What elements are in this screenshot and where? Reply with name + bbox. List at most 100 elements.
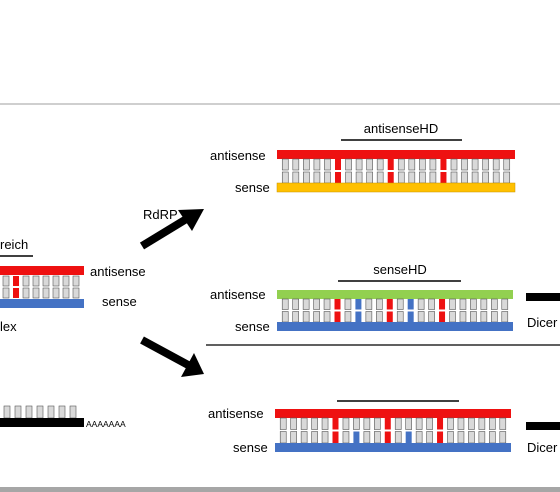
base-pair-top	[355, 299, 362, 310]
base-pair-top	[345, 158, 352, 171]
base-pair-bottom	[471, 171, 479, 184]
base-pair-bottom	[342, 431, 350, 444]
left-region-label: reich	[0, 237, 28, 252]
base-pair-bottom	[344, 311, 352, 323]
down-arrow	[140, 336, 204, 377]
base-pair-bottom	[324, 171, 331, 184]
base-pair-top	[386, 299, 393, 310]
base-pair-bottom	[376, 311, 383, 323]
base-pair-top	[428, 298, 435, 310]
base-pair-bottom	[365, 311, 373, 323]
base-pair-bottom	[447, 431, 454, 444]
left-duplex-label: lex	[0, 319, 17, 334]
base-pair-bottom	[482, 171, 489, 184]
base-pair-bottom	[426, 431, 433, 444]
base-pair-top	[62, 275, 70, 287]
base-pair-top	[334, 299, 341, 310]
base-pair-bottom	[376, 171, 384, 184]
base-pair-bottom	[468, 431, 475, 444]
top-antisense-label: antisense	[210, 148, 266, 163]
base-pair-bottom	[321, 431, 329, 444]
base-pair-bottom	[374, 431, 381, 444]
left-base-pairs	[2, 275, 80, 299]
base-pair-top	[470, 298, 477, 310]
base-pair-bottom	[491, 311, 498, 323]
base-pair-bottom	[492, 171, 500, 184]
base-pair-top	[324, 158, 331, 171]
base-pair-top	[440, 159, 447, 170]
base-pair-top	[426, 417, 433, 430]
base-pair-bottom	[478, 431, 486, 444]
base-pair-bottom	[459, 311, 467, 323]
base-pair-bottom	[290, 431, 297, 444]
base-pair-top	[355, 158, 363, 171]
base-pair-bottom	[52, 287, 60, 299]
mid-dicer-label: Dicer	[527, 315, 558, 330]
base-pair-top	[376, 158, 384, 171]
base-pair-bottom	[386, 311, 393, 322]
base-pair-bottom	[384, 431, 391, 443]
base-pair-top	[417, 298, 425, 310]
base-pair-top	[281, 158, 289, 171]
base-pair-bottom	[281, 171, 289, 184]
base-pair-top	[292, 158, 300, 171]
base-pair-bottom	[281, 311, 289, 323]
base-pair-top	[450, 158, 458, 171]
base-pair-top	[344, 298, 352, 310]
base-pair-bottom	[501, 311, 509, 323]
base-pair-top	[478, 417, 486, 430]
base-pair-bottom	[353, 431, 360, 443]
base-pair-bottom	[32, 287, 40, 299]
base-pair-bottom	[302, 311, 310, 323]
base-pair-top	[302, 298, 310, 310]
left-sense-label: sense	[102, 294, 137, 309]
base-pair-bottom	[439, 311, 446, 322]
base-pair-top	[397, 158, 405, 171]
base-pair-bottom	[480, 311, 488, 323]
mrna-base	[25, 405, 33, 419]
base-pair-bottom	[42, 287, 50, 299]
base-pair-top	[72, 275, 80, 287]
base-pair-top	[503, 158, 511, 171]
mid-base-pairs	[281, 298, 509, 323]
base-pair-top	[374, 417, 381, 430]
base-pair-top	[292, 298, 299, 310]
base-pair-bottom	[489, 431, 496, 444]
top-sense-label: sense	[235, 180, 270, 195]
bot-dicer-bar	[526, 422, 560, 430]
base-pair-top	[492, 158, 500, 171]
rdrp-label: RdRP	[143, 207, 178, 222]
base-pair-bottom	[355, 311, 362, 322]
base-pair-top	[387, 159, 394, 170]
bot-dicer-label: Dicer	[527, 440, 558, 455]
base-pair-top	[499, 417, 507, 430]
base-pair-top	[468, 417, 475, 430]
mrna: AAAAAAA	[0, 405, 126, 429]
base-pair-top	[290, 417, 297, 430]
base-pair-top	[366, 158, 373, 171]
base-pair-bottom	[292, 171, 300, 184]
base-pair-bottom	[450, 171, 458, 184]
mrna-base	[47, 405, 55, 419]
base-pair-bottom	[2, 287, 10, 299]
base-pair-bottom	[470, 311, 477, 323]
bot-antisense-label: antisense	[208, 406, 264, 421]
top-sense-strand	[276, 182, 516, 193]
base-pair-top	[491, 298, 498, 310]
top-base-pairs	[281, 158, 511, 184]
base-pair-bottom	[408, 171, 416, 184]
mrna-base	[69, 405, 77, 419]
base-pair-bottom	[387, 172, 394, 183]
base-pair-bottom	[407, 311, 414, 322]
base-pair-top	[332, 418, 339, 430]
base-pair-bottom	[397, 171, 405, 184]
base-pair-bottom	[311, 431, 318, 444]
base-pair-bottom	[292, 311, 299, 323]
base-pair-top	[501, 298, 509, 310]
base-pair-top	[365, 298, 373, 310]
bot-base-pairs	[279, 417, 507, 444]
mrna-base	[3, 405, 11, 419]
base-pair-top	[323, 298, 331, 310]
base-pair-bottom	[13, 288, 19, 298]
